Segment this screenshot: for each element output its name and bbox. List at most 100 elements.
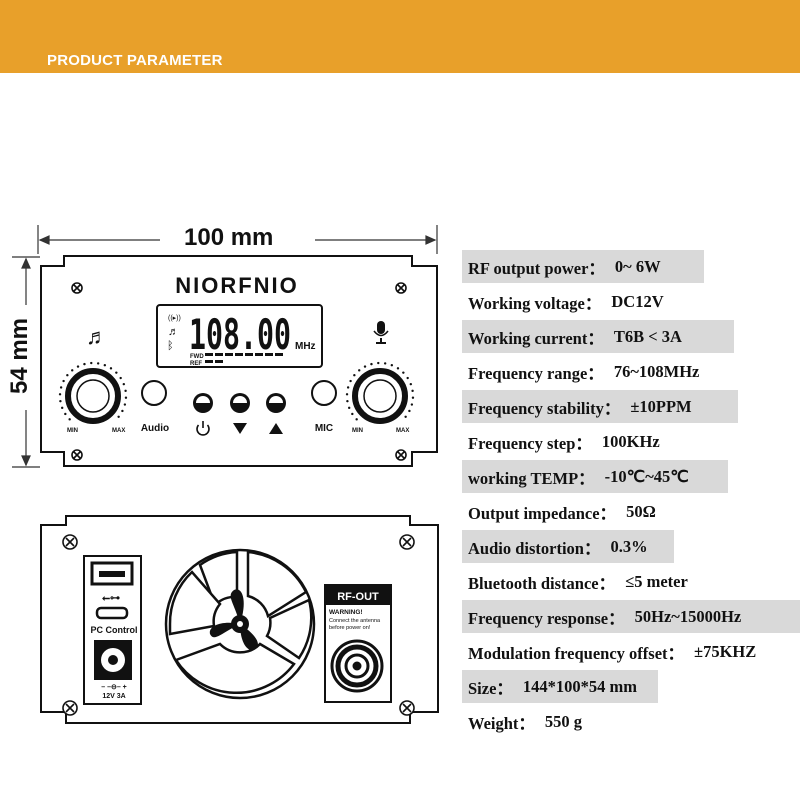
spec-row: working TEMP： -10℃~45℃ [462, 460, 728, 493]
spec-row: Modulation frequency offset： ±75KHZ [462, 635, 764, 668]
knob-tick [411, 389, 414, 393]
spec-label: Audio distortion： [468, 538, 601, 558]
knob-tick [58, 393, 62, 396]
bluetooth-icon: ᛒ [167, 340, 174, 352]
spec-label: Frequency stability： [468, 398, 621, 418]
knob-tick [115, 371, 118, 374]
power-button [193, 393, 213, 413]
knob-tick [410, 403, 414, 406]
knob-tick [103, 363, 107, 367]
knob-tick [408, 409, 411, 413]
knob-tick [353, 374, 356, 377]
knob-tick [96, 362, 100, 365]
front-screw [71, 282, 407, 461]
spec-value: -10℃~45℃ [604, 466, 689, 486]
spec-label: working TEMP： [468, 468, 595, 488]
spec-label: Frequency range： [468, 363, 604, 383]
banner-title: PRODUCT PARAMETER [47, 52, 223, 69]
spec-row: Working voltage：DC12V [462, 285, 672, 318]
up-button [266, 393, 286, 413]
spec-label: Weight： [468, 713, 535, 733]
knob-tick [90, 361, 93, 365]
speaker-icon: ((▸)) [168, 315, 181, 322]
svg-text:– –⊖– +: – –⊖– + [101, 684, 127, 691]
front-panel [40, 255, 438, 467]
knob-tick [370, 362, 373, 366]
knob-tick [124, 389, 127, 393]
spec-value: 50Ω [626, 501, 656, 521]
knob-tick [406, 376, 409, 380]
knob-tick [358, 369, 361, 372]
knob-tick [347, 406, 351, 410]
warning-line-1: Connect the antenna [329, 618, 381, 624]
warning-title: WARNING! [329, 609, 363, 616]
ref-label: REF [190, 361, 202, 367]
spec-label: Frequency step： [468, 433, 592, 453]
spec-label: Output impedance： [468, 503, 617, 523]
right-knob-max: MAX [396, 428, 409, 434]
microphone-icon [373, 321, 389, 344]
spec-value: T6B < 3A [613, 326, 682, 346]
down-button [230, 393, 250, 413]
port-block [83, 555, 142, 705]
spec-row: Size： 144*100*54 mm [462, 670, 658, 703]
left-knob-max: MAX [112, 428, 125, 434]
spec-label: Size： [468, 678, 513, 698]
height-dimension-line [12, 256, 40, 468]
spec-label: RF output power： [468, 258, 605, 278]
knob-tick [71, 369, 74, 372]
audio-label: Audio [141, 423, 169, 434]
knob-tick [124, 396, 128, 399]
music-note-icon: ♬ [86, 324, 108, 349]
spec-value: ≤5 meter [625, 571, 688, 591]
spec-row: Bluetooth distance： ≤5 meter [462, 565, 696, 598]
knob-tick [411, 396, 415, 399]
back-screw [62, 534, 415, 716]
frequency-readout: 108.00 [189, 310, 291, 359]
warning-line-2: before power on! [329, 625, 371, 631]
spec-label: Working current： [468, 328, 604, 348]
knob-tick [349, 379, 352, 383]
knob-tick [62, 379, 65, 383]
knob-tick [64, 412, 67, 416]
mic-label: MIC [315, 423, 333, 434]
knob-tick [60, 406, 64, 410]
frequency-unit: MHz [295, 341, 316, 352]
knob-tick [121, 409, 124, 413]
spec-row: Frequency range：76~108MHz [462, 355, 707, 388]
spec-value: ±10PPM [630, 396, 692, 416]
antenna-connector-icon [330, 639, 384, 693]
spec-label: Bluetooth distance： [468, 573, 616, 593]
brand-logo: NIORFNIO [175, 273, 299, 298]
header-banner: PRODUCT PARAMETER [0, 0, 800, 73]
spec-row: Audio distortion：0.3% [462, 530, 674, 563]
mic-jack [311, 380, 337, 406]
right-knob [345, 361, 415, 424]
spec-row: Frequency stability： ±10PPM [462, 390, 738, 423]
knob-tick [383, 362, 387, 365]
knob-tick [68, 418, 71, 421]
knob-tick [122, 382, 126, 386]
knob-tick [59, 399, 62, 403]
usb-icon: ⭠⊶ [102, 593, 120, 604]
knob-tick [109, 367, 113, 370]
spec-row: Weight： 550 g [462, 705, 590, 738]
power-meter-bars [205, 353, 283, 363]
spec-value: 100KHz [601, 431, 660, 451]
spec-value: 550 g [544, 711, 583, 731]
fan-icon [164, 548, 316, 700]
lcd-display [156, 304, 323, 368]
knob-tick [390, 363, 394, 367]
knob-tick [396, 367, 400, 370]
left-knob [58, 361, 128, 424]
audio-jack [141, 380, 167, 406]
spec-value: ±75KHZ [694, 641, 757, 661]
spec-label: Modulation frequency offset： [468, 643, 685, 663]
spec-value: DC12V [611, 291, 664, 311]
spec-row: Frequency response：50Hz~15000Hz [462, 600, 800, 633]
spec-value: 50Hz~15000Hz [634, 606, 742, 626]
spec-value: 144*100*54 mm [522, 676, 638, 696]
pc-control-port [95, 606, 129, 620]
knob-tick [355, 418, 358, 421]
